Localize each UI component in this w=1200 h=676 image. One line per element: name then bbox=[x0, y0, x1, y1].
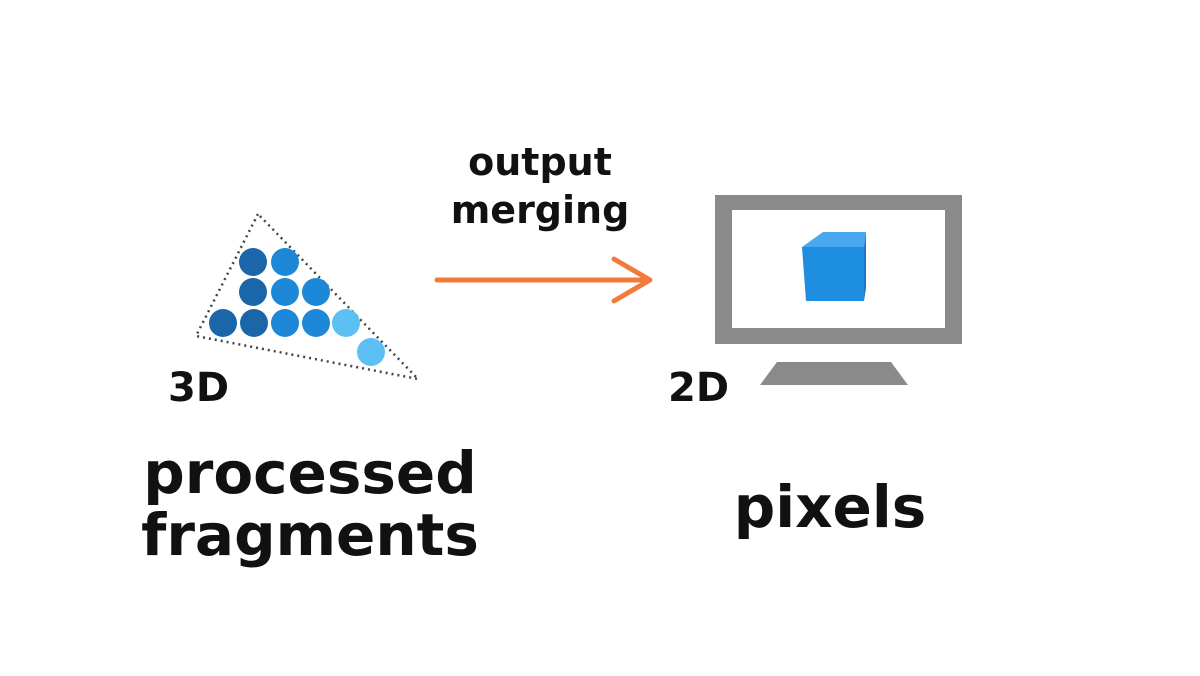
caption-left-line1: processed bbox=[143, 439, 477, 507]
dimension-label-3d: 3D bbox=[168, 365, 230, 411]
fragment bbox=[271, 278, 299, 306]
monitor-stand bbox=[760, 362, 908, 385]
dimension-label-2d: 2D bbox=[668, 365, 730, 411]
merge-arrow bbox=[434, 256, 653, 304]
fragment bbox=[240, 309, 268, 337]
arrow-label: output merging bbox=[440, 138, 640, 234]
arrow-label-line1: output bbox=[468, 140, 612, 184]
fragment bbox=[271, 248, 299, 276]
fragment bbox=[302, 309, 330, 337]
fragment bbox=[239, 278, 267, 306]
cube-icon bbox=[802, 232, 866, 301]
fragment bbox=[271, 309, 299, 337]
caption-left-line2: fragments bbox=[141, 501, 479, 569]
fragment bbox=[332, 309, 360, 337]
caption-pixels: pixels bbox=[733, 473, 927, 541]
fragment bbox=[209, 309, 237, 337]
fragment bbox=[239, 248, 267, 276]
arrow-label-line2: merging bbox=[450, 188, 630, 232]
fragment-circles bbox=[209, 248, 385, 366]
fragment bbox=[302, 278, 330, 306]
fragment bbox=[357, 338, 385, 366]
caption-processed-fragments: processed fragments bbox=[140, 442, 480, 566]
